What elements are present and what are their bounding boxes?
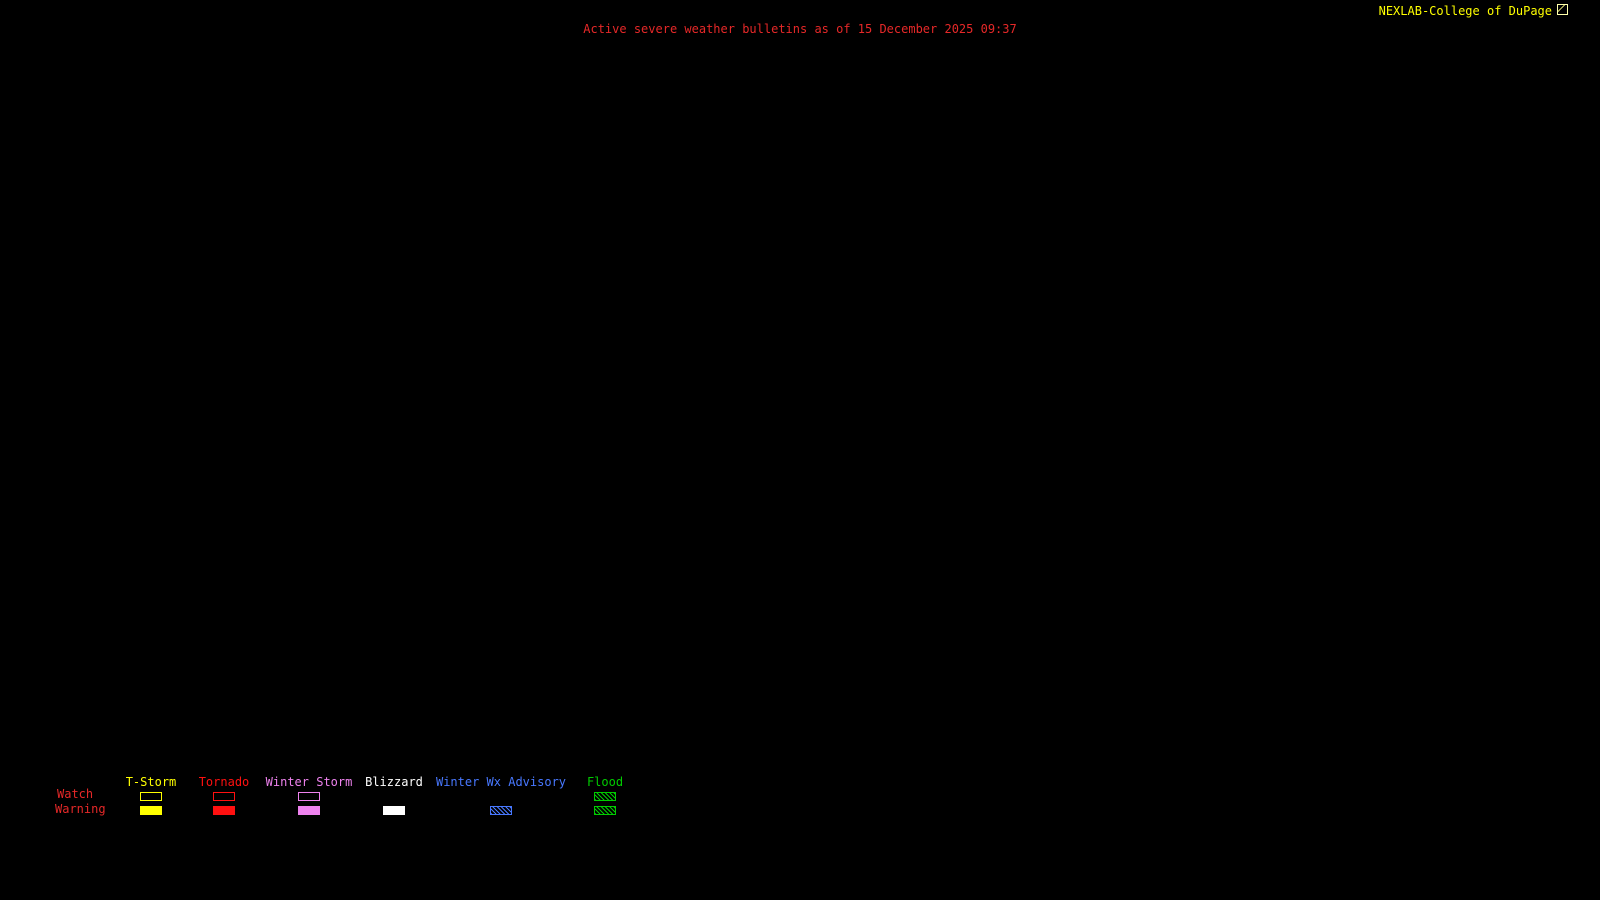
legend-column-label: Winter Wx Advisory: [435, 775, 567, 789]
legend-column-label: Winter Storm: [265, 775, 353, 789]
legend-swatch-warning: [594, 806, 616, 815]
cursor-icon: [1557, 4, 1568, 15]
legend-swatch-warning: [213, 806, 235, 815]
legend: Watch Warning T-Storm Tornado Winter Sto…: [0, 775, 720, 825]
legend-column: Flood: [565, 775, 645, 825]
bulletin-title: Active severe weather bulletins as of 15…: [583, 22, 1017, 36]
legend-swatch-warning: [298, 806, 320, 815]
legend-row-label: Warning: [55, 802, 106, 816]
legend-column: Blizzard: [349, 775, 439, 825]
legend-swatch-watch: [594, 792, 616, 801]
legend-column: T-Storm: [111, 775, 191, 825]
legend-swatch-warning: [383, 806, 405, 815]
legend-swatch-warning: [490, 806, 512, 815]
legend-swatch-watch: [140, 792, 162, 801]
legend-swatch-watch: [298, 792, 320, 801]
legend-column: Winter Wx Advisory: [426, 775, 576, 825]
attribution: NEXLAB-College of DuPage: [1378, 4, 1552, 18]
legend-column-label: Blizzard: [365, 775, 423, 789]
legend-swatch-warning: [140, 806, 162, 815]
legend-column-label: Flood: [586, 775, 624, 789]
legend-column-label: T-Storm: [125, 775, 177, 789]
legend-swatch-watch: [213, 792, 235, 801]
legend-row-label: Watch: [57, 787, 94, 801]
legend-column: Tornado: [184, 775, 264, 825]
legend-column-label: Tornado: [198, 775, 250, 789]
legend-column: Winter Storm: [254, 775, 364, 825]
